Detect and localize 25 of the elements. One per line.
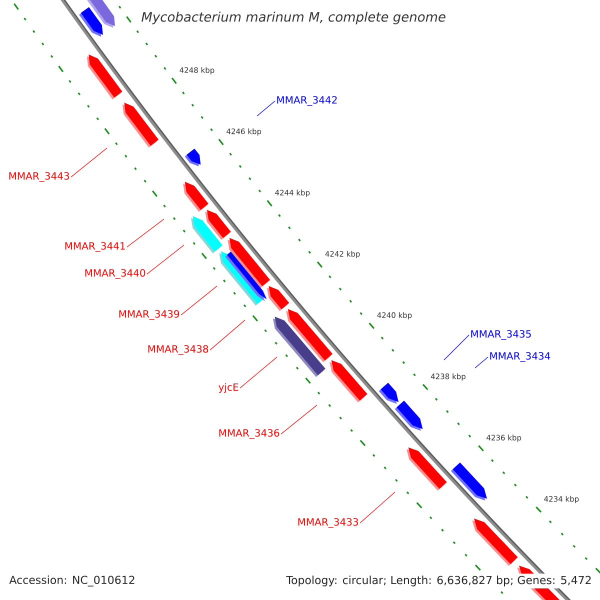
gene-label: MMAR_3443 xyxy=(9,172,69,182)
leader-line xyxy=(256,100,276,116)
gene-label: MMAR_3433 xyxy=(298,518,358,528)
gene-label: MMAR_3440 xyxy=(85,269,146,279)
leader-line xyxy=(210,320,246,350)
leader-line xyxy=(146,244,184,274)
gene-label: MMAR_3434 xyxy=(490,352,550,362)
leader-line xyxy=(444,334,470,360)
gene-label: MMAR_3439 xyxy=(119,310,180,320)
leader-line xyxy=(240,356,278,388)
genome-title: Mycobacterium marinum M, complete genome xyxy=(142,12,446,24)
gene-label: MMAR_3435 xyxy=(471,330,531,340)
genome-stats-text: Topology: circular; Length: 6,636,827 bp; Genes: 5,472 xyxy=(284,574,594,588)
leader-line xyxy=(70,148,108,178)
accession-text: Accession: NC_010612 xyxy=(9,576,134,586)
leader-line xyxy=(126,218,164,248)
gene-label: MMAR_3441 xyxy=(65,242,125,252)
leader-line xyxy=(280,404,318,434)
gene-label: MMAR_3438 xyxy=(148,345,208,355)
gene-label: MMAR_3436 xyxy=(219,429,280,439)
leader-line xyxy=(474,356,488,368)
gene-label: yjcE xyxy=(218,383,238,393)
leader-line xyxy=(360,492,396,524)
leader-line xyxy=(180,286,218,316)
gene-label: MMAR_3442 xyxy=(277,96,337,106)
